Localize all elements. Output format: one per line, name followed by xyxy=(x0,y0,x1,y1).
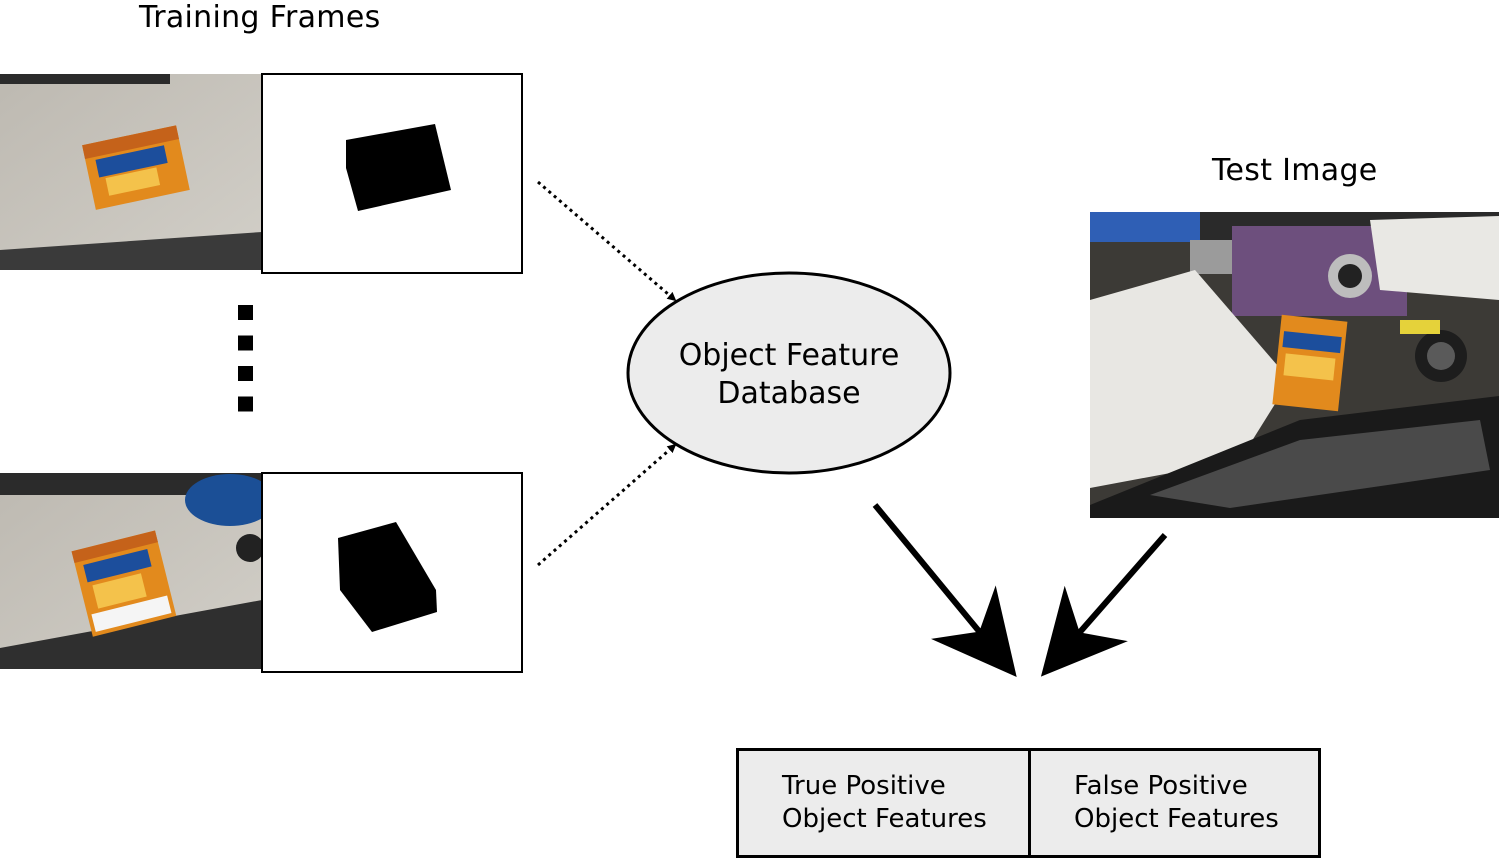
true-positive-box xyxy=(736,748,1031,858)
false-positive-label: False Positive Object Features xyxy=(1074,771,1279,834)
true-positive-label: True Positive Object Features xyxy=(782,771,987,834)
ellipsis-square xyxy=(238,366,253,381)
ellipsis-square xyxy=(238,305,253,320)
training-photo-2 xyxy=(0,473,275,669)
false-positive-box xyxy=(1028,748,1321,858)
dotted-arrow-top xyxy=(537,180,677,302)
dotted-arrow-bottom xyxy=(537,443,677,567)
solid-arrow-from-test-image xyxy=(1040,533,1168,677)
database-ellipse xyxy=(626,271,952,475)
mask-silhouette-1 xyxy=(346,124,451,211)
ellipsis-square xyxy=(238,335,253,351)
test-image-title: Test Image xyxy=(1212,153,1378,188)
solid-arrow-from-database xyxy=(872,503,1017,677)
training-photo-1 xyxy=(0,74,262,270)
mask-silhouette-2 xyxy=(338,522,437,632)
ellipsis-square xyxy=(238,396,253,412)
training-frames-title: Training Frames xyxy=(139,0,381,35)
test-photo xyxy=(1090,212,1499,518)
frames-ellipsis xyxy=(238,305,253,412)
database-label: Object Feature Database xyxy=(678,338,900,411)
